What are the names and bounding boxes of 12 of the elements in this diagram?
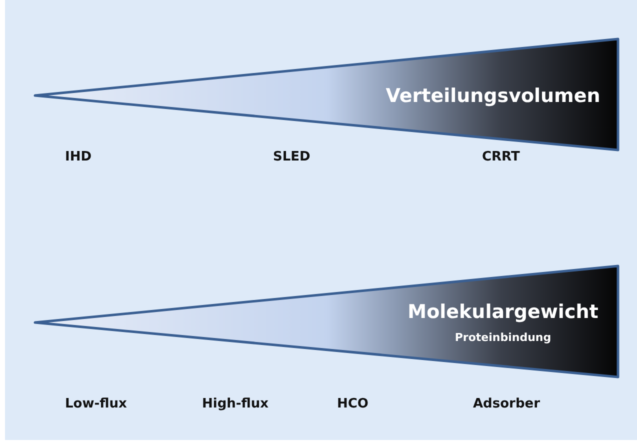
method-label: IHD: [65, 150, 92, 164]
method-label: Adsorber: [473, 396, 540, 412]
wedge-title: Molekulargewicht: [406, 300, 600, 324]
wedge-shape: [33, 264, 620, 379]
wedge-subtitle: Proteinbindung: [454, 331, 552, 345]
method-label: SLED: [273, 150, 310, 164]
method-label: HCO: [337, 396, 368, 412]
method-label: High-flux: [202, 396, 269, 412]
method-label: CRRT: [482, 150, 520, 164]
wedge-shape: [33, 37, 620, 152]
wedge-title: Verteilungsvolumen: [384, 84, 602, 108]
method-label: Low-flux: [65, 396, 127, 412]
